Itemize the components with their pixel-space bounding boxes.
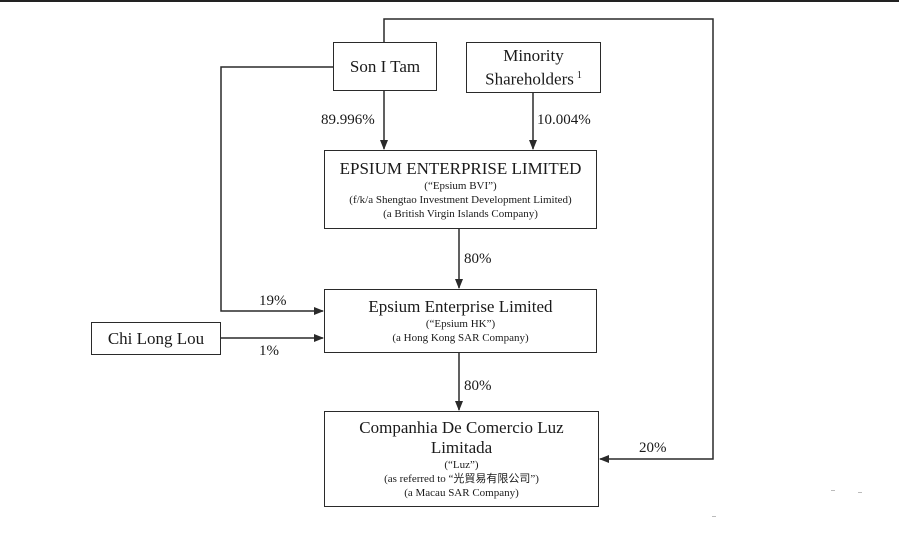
luz-title-line1: Companhia De Comercio Luz	[359, 418, 564, 437]
epsium-bvi-title: EPSIUM ENTERPRISE LIMITED	[339, 158, 582, 178]
epsium-hk-line1: (“Epsium HK”)	[425, 318, 496, 330]
epsium-bvi-line2: (f/k/a Shengtao Investment Development L…	[349, 193, 572, 206]
scan-speck	[712, 516, 716, 517]
epsium-hk-box: Epsium Enterprise Limited (“Epsium HK”) …	[324, 289, 597, 353]
footnote-marker: 1	[576, 69, 582, 81]
edge-son-to-luz	[383, 18, 714, 463]
son-i-tam-box: Son I Tam	[333, 42, 437, 91]
scan-speck	[858, 492, 862, 493]
pct-bvi-to-hk: 80%	[464, 251, 492, 267]
epsium-bvi-line1: (“Epsium BVI”)	[424, 179, 497, 192]
pct-son-to-bvi: 89.996%	[321, 112, 375, 128]
minority-label-line1: Minority	[503, 45, 564, 65]
scan-speck	[831, 490, 835, 491]
pct-son-to-hk: 19%	[259, 293, 287, 309]
son-i-tam-label: Son I Tam	[349, 56, 421, 76]
chi-long-lou-label: Chi Long Lou	[107, 328, 205, 348]
epsium-hk-title: Epsium Enterprise Limited	[368, 297, 553, 316]
luz-line1: (“Luz”)	[444, 459, 479, 471]
epsium-hk-line2: (a Hong Kong SAR Company)	[392, 332, 529, 344]
luz-box: Companhia De Comercio Luz Limitada (“Luz…	[324, 411, 599, 507]
pct-hk-to-luz: 80%	[464, 378, 492, 394]
pct-minority-to-bvi: 10.004%	[537, 112, 591, 128]
epsium-bvi-line3: (a British Virgin Islands Company)	[383, 207, 538, 220]
edge-son-to-hk	[220, 66, 333, 315]
pct-chi-to-hk: 1%	[259, 343, 279, 359]
pct-son-to-luz: 20%	[639, 440, 667, 456]
epsium-bvi-box: EPSIUM ENTERPRISE LIMITED (“Epsium BVI”)…	[324, 150, 597, 229]
luz-line3: (a Macau SAR Company)	[404, 487, 519, 499]
top-border-line	[0, 0, 899, 2]
chi-long-lou-box: Chi Long Lou	[91, 322, 221, 355]
minority-label-line2: Shareholders	[485, 69, 574, 89]
luz-line2: (as referred to “光貿易有限公司”)	[384, 473, 539, 485]
luz-title-line2: Limitada	[430, 438, 493, 457]
